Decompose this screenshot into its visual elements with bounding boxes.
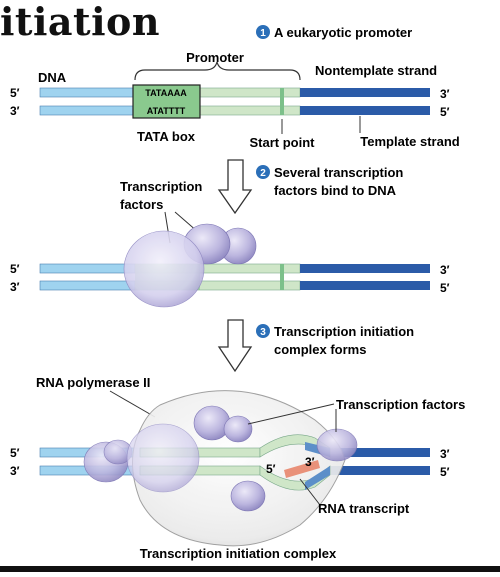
step-1-badge bbox=[256, 25, 270, 39]
step-2-text-line1: Several transcription bbox=[274, 165, 403, 180]
promoter-bracket bbox=[134, 61, 301, 81]
tata-box-label: TATA box bbox=[137, 129, 196, 144]
template-label: Template strand bbox=[360, 134, 460, 149]
rna-transcript-pointer bbox=[299, 478, 321, 506]
tf-label-line1: Transcription bbox=[120, 179, 202, 194]
step-3-text-line2: complex forms bbox=[274, 342, 366, 357]
tata-bottom-seq: ATATTTT bbox=[147, 106, 186, 116]
step-1-text: A eukaryotic promoter bbox=[274, 25, 412, 40]
bottom-border bbox=[0, 566, 500, 572]
rna-pol-pointer bbox=[109, 390, 156, 418]
tata-top-seq: TATAAAA bbox=[145, 88, 187, 98]
down-arrow-1 bbox=[217, 159, 253, 215]
three-prime-top-right-3: 3′ bbox=[440, 447, 450, 461]
step-3-label: 3 Transcription initiation complex forms bbox=[256, 324, 414, 357]
rna-transcript-strand bbox=[284, 460, 320, 478]
tf-label-3: Transcription factors bbox=[336, 397, 465, 412]
three-prime-top-right-1: 3′ bbox=[440, 87, 450, 101]
step-2-number: 2 bbox=[260, 168, 266, 179]
dna-label: DNA bbox=[38, 70, 67, 85]
three-prime-top-right-2: 3′ bbox=[440, 263, 450, 277]
tf-protein-bottom bbox=[230, 480, 266, 512]
tf-protein-right bbox=[316, 428, 358, 462]
three-prime-bottom-left-1: 3′ bbox=[10, 104, 20, 118]
step-1-number: 1 bbox=[260, 28, 266, 39]
five-prime-top-1: 5′ bbox=[10, 86, 20, 100]
five-prime-bottom-right-2: 5′ bbox=[440, 281, 450, 295]
tf-protein-large bbox=[123, 230, 205, 308]
rna-three-prime: 3′ bbox=[305, 455, 315, 469]
five-prime-top-2: 5′ bbox=[10, 262, 20, 276]
down-arrow-2 bbox=[217, 319, 253, 373]
three-prime-bottom-left-2: 3′ bbox=[10, 280, 20, 294]
three-prime-bottom-left-3: 3′ bbox=[10, 464, 20, 478]
tf-pointer-3a bbox=[247, 403, 335, 425]
rna-five-prime: 5′ bbox=[266, 462, 276, 476]
step-3-badge bbox=[256, 324, 270, 338]
dna-strands-1 bbox=[39, 87, 430, 116]
rna-transcript-label: RNA transcript bbox=[318, 501, 410, 516]
tf-protein-core bbox=[126, 423, 200, 493]
step-2-label: 2 Several transcription factors bind to … bbox=[256, 165, 403, 198]
panel-3-initiation-complex: RNA polymerase II bbox=[10, 375, 465, 561]
step-3-number: 3 bbox=[260, 327, 266, 338]
step-2-badge bbox=[256, 165, 270, 179]
dna-bubble bbox=[139, 434, 331, 491]
tata-box bbox=[132, 84, 201, 119]
complex-label: Transcription initiation complex bbox=[140, 546, 337, 561]
five-prime-bottom-right-1: 5′ bbox=[440, 105, 450, 119]
panel-1-promoter: DNA Promoter Nontemplate strand TATAAAA … bbox=[10, 50, 460, 150]
rna-pol-label: RNA polymerase II bbox=[36, 375, 150, 390]
step-2-text-line2: factors bind to DNA bbox=[274, 183, 397, 198]
tf-label-line2: factors bbox=[120, 197, 163, 212]
step-1-label: 1 A eukaryotic promoter bbox=[256, 25, 412, 40]
dna-strands-2 bbox=[39, 263, 430, 291]
start-point-label: Start point bbox=[250, 135, 316, 150]
promoter-label: Promoter bbox=[186, 50, 244, 65]
figure-title: itiation bbox=[0, 0, 161, 44]
panel-2-factors-bind: Transcription factors 5′ 3′ 3′ 5′ bbox=[10, 179, 450, 308]
step-3-text-line1: Transcription initiation bbox=[274, 324, 414, 339]
nontemplate-label: Nontemplate strand bbox=[315, 63, 437, 78]
five-prime-top-3: 5′ bbox=[10, 446, 20, 460]
five-prime-bottom-right-3: 5′ bbox=[440, 465, 450, 479]
tf-protein-top-small bbox=[223, 415, 253, 443]
tf-protein-top bbox=[193, 405, 231, 441]
